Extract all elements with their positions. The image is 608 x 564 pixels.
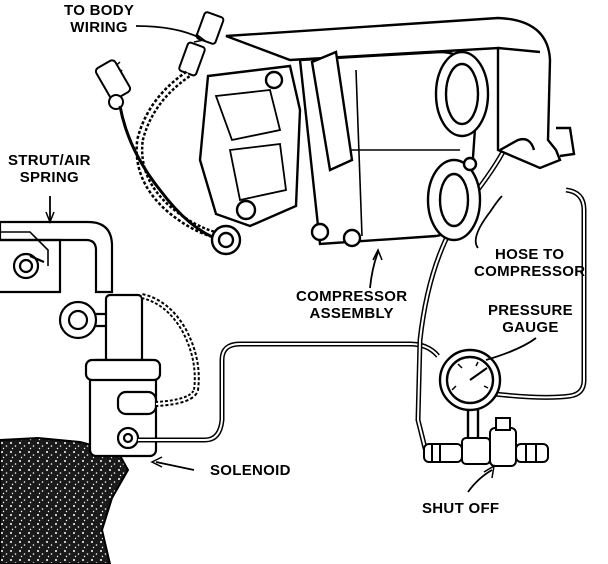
label-line: COMPRESSOR xyxy=(474,263,586,280)
label-line: TO BODY xyxy=(64,2,135,19)
label-solenoid: SOLENOID xyxy=(210,462,291,479)
label-hose-to-compressor: HOSE TO COMPRESSOR xyxy=(474,246,585,280)
label-shut-off: SHUT OFF xyxy=(422,500,500,517)
label-line: STRUT/AIR xyxy=(8,152,91,169)
label-line: COMPRESSOR xyxy=(296,288,408,305)
label-line: PRESSURE xyxy=(488,302,573,319)
label-line: GAUGE xyxy=(502,319,559,336)
body-wiring-harness xyxy=(94,11,225,110)
shut-off-valve xyxy=(423,417,549,467)
air-line xyxy=(138,341,440,443)
label-line: HOSE TO xyxy=(495,246,565,263)
label-line: ASSEMBLY xyxy=(309,305,394,322)
pressure-gauge xyxy=(438,348,502,438)
label-strut-air-spring: STRUT/AIR SPRING xyxy=(8,152,91,186)
label-to-body-wiring: TO BODY WIRING xyxy=(64,2,134,36)
label-pressure-gauge: PRESSURE GAUGE xyxy=(488,302,573,336)
solenoid-valve xyxy=(58,293,162,458)
strut-air-spring xyxy=(0,220,114,294)
compressor-assembly xyxy=(198,16,576,256)
label-line: WIRING xyxy=(70,19,128,36)
label-line: SPRING xyxy=(19,169,79,186)
label-compressor-assembly: COMPRESSOR ASSEMBLY xyxy=(296,288,407,322)
leader-lines xyxy=(45,25,537,493)
ground-surface xyxy=(0,436,130,564)
